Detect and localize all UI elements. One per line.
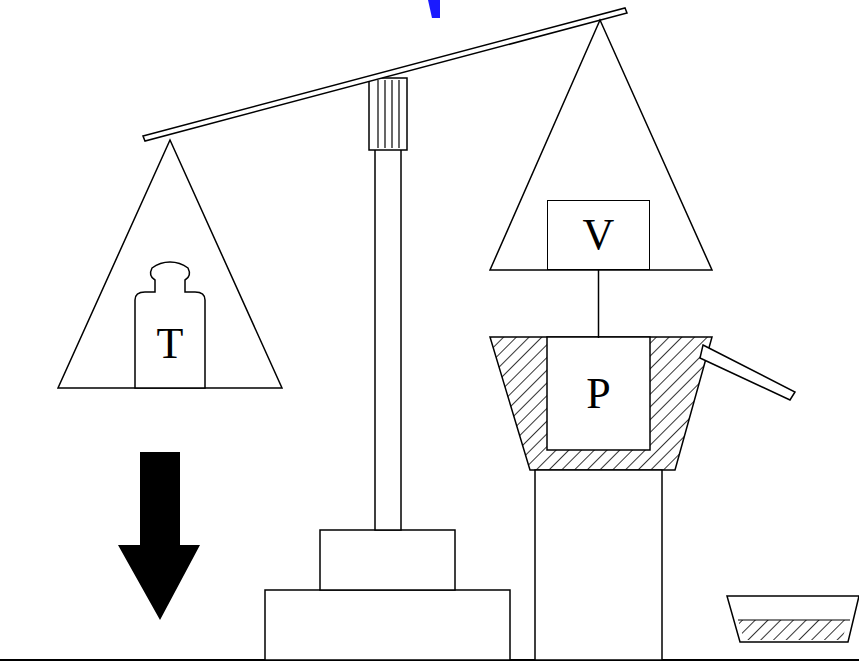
balance-beam bbox=[143, 8, 627, 141]
stand-step bbox=[320, 530, 455, 590]
part-letter: P bbox=[586, 372, 610, 416]
cavity-box: P bbox=[548, 338, 649, 449]
vessel-box: V bbox=[547, 200, 650, 270]
weight-label-box: T bbox=[136, 300, 204, 387]
right-pan bbox=[490, 20, 712, 270]
pivot-lines bbox=[378, 80, 399, 148]
down-arrow bbox=[118, 452, 200, 620]
left-pan bbox=[58, 140, 282, 388]
vessel-stand bbox=[535, 470, 662, 660]
overflow-vessel bbox=[490, 337, 712, 470]
vessel-cavity bbox=[547, 337, 650, 450]
pivot-block bbox=[369, 78, 407, 150]
water-line bbox=[738, 619, 850, 620]
stand-base bbox=[265, 590, 510, 660]
vessel-spout bbox=[700, 345, 795, 400]
catch-dish bbox=[727, 596, 859, 642]
connecting-rod bbox=[598, 270, 600, 338]
part-letter: V bbox=[583, 213, 615, 257]
dish-water bbox=[738, 620, 848, 640]
stand-column bbox=[375, 148, 401, 530]
blue-fragment bbox=[428, 0, 440, 18]
weight-outline bbox=[135, 262, 205, 388]
part-letter: T bbox=[157, 322, 184, 366]
